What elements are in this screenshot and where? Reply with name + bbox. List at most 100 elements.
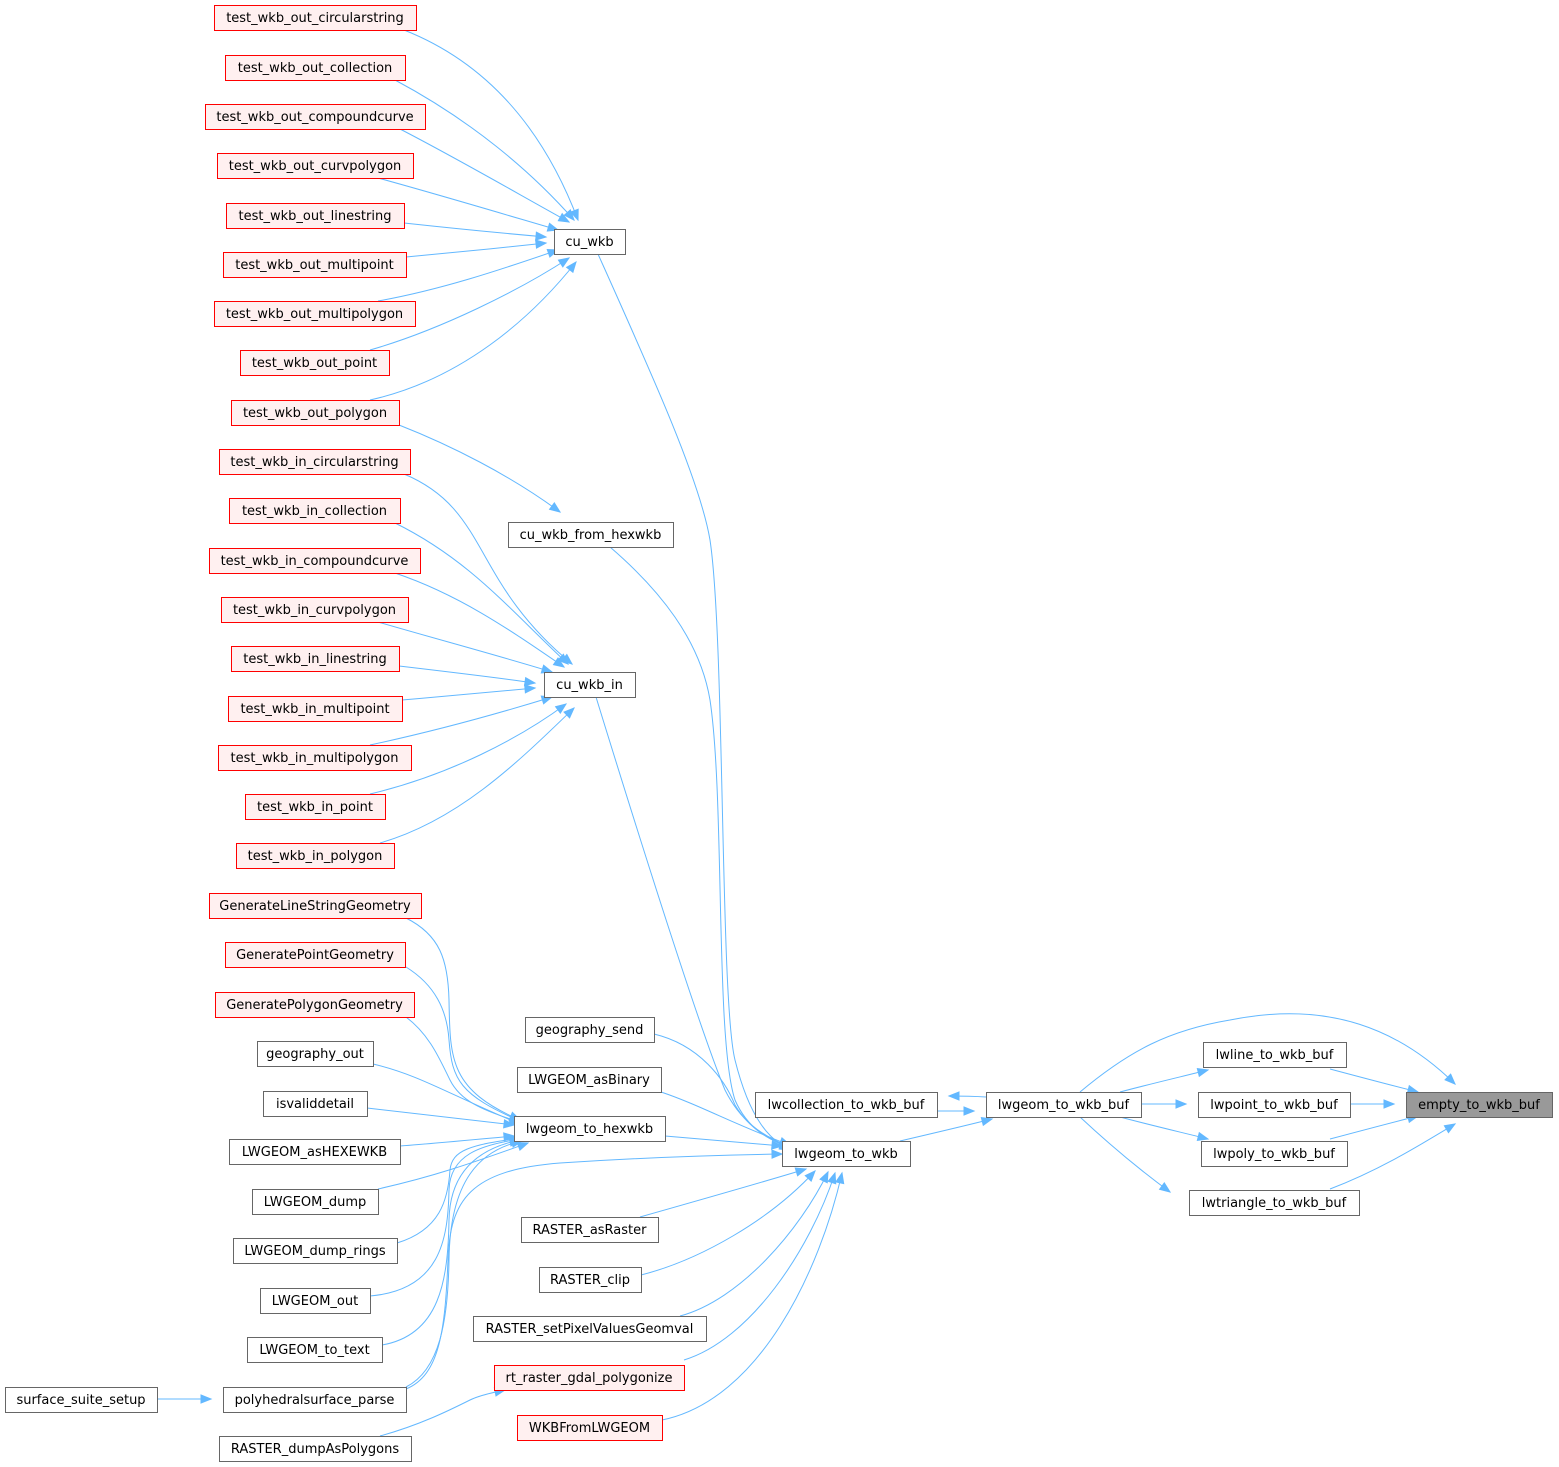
arrowhead-test_wkb_in_polygon-to-cu_wkb_in — [563, 707, 575, 719]
node-test_wkb_out_polygon[interactable]: test_wkb_out_polygon — [231, 400, 400, 426]
node-test_wkb_in_compoundcurve[interactable]: test_wkb_in_compoundcurve — [209, 548, 421, 574]
node-LWGEOM_out[interactable]: LWGEOM_out — [260, 1288, 371, 1314]
edge-LWGEOM_dump_rings-to-lwgeom_to_hexwkb — [396, 1137, 521, 1244]
node-cu_wkb_in[interactable]: cu_wkb_in — [544, 672, 636, 698]
node-label: lwpoint_to_wkb_buf — [1210, 1098, 1338, 1113]
arrowhead-test_wkb_out_linestring-to-cu_wkb — [535, 231, 548, 241]
node-box — [263, 1091, 368, 1117]
arrowhead-lwgeom_to_wkb-to-lwgeom_to_wkb_buf — [980, 1116, 994, 1127]
node-test_wkb_in_collection[interactable]: test_wkb_in_collection — [229, 498, 401, 524]
node-empty_to_wkb_buf[interactable]: empty_to_wkb_buf — [1406, 1092, 1553, 1118]
node-rt_raster_gdal_polygonize[interactable]: rt_raster_gdal_polygonize — [494, 1365, 685, 1391]
node-cu_wkb[interactable]: cu_wkb — [554, 229, 626, 255]
edge-test_wkb_in_point-to-cu_wkb_in — [369, 703, 567, 795]
node-test_wkb_out_circularstring[interactable]: test_wkb_out_circularstring — [214, 5, 417, 31]
node-label: cu_wkb_from_hexwkb — [520, 528, 662, 543]
arrowhead-lwgeom_to_wkb_buf-to-empty_to_wkb_buf — [1444, 1073, 1456, 1085]
node-lwgeom_to_hexwkb[interactable]: lwgeom_to_hexwkb — [514, 1116, 666, 1142]
edge-test_wkb_out_point-to-cu_wkb — [369, 257, 570, 351]
node-lwgeom_to_wkb_buf[interactable]: lwgeom_to_wkb_buf — [986, 1092, 1142, 1118]
edge-polyhedralsurface_parse-to-lwgeom_to_hexwkb — [405, 1140, 523, 1388]
node-label: test_wkb_in_point — [257, 800, 373, 815]
node-RASTER_dumpAsPolygons[interactable]: RASTER_dumpAsPolygons — [219, 1436, 412, 1462]
node-test_wkb_out_collection[interactable]: test_wkb_out_collection — [225, 55, 406, 81]
node-LWGEOM_to_text[interactable]: LWGEOM_to_text — [247, 1337, 383, 1363]
node-surface_suite_setup[interactable]: surface_suite_setup — [5, 1387, 158, 1413]
arrowhead-WKBFromLWGEOM-to-lwgeom_to_wkb — [835, 1171, 845, 1185]
edge-isvaliddetail-to-lwgeom_to_hexwkb — [366, 1107, 515, 1126]
edge-test_wkb_in_linestring-to-cu_wkb_in — [398, 665, 536, 684]
node-box — [219, 1436, 412, 1462]
node-label: surface_suite_setup — [16, 1393, 145, 1408]
node-lwgeom_to_wkb[interactable]: lwgeom_to_wkb — [782, 1141, 911, 1167]
edge-test_wkb_out_compoundcurve-to-cu_wkb — [399, 128, 570, 223]
node-label: LWGEOM_dump_rings — [244, 1244, 385, 1259]
node-box — [225, 55, 406, 81]
node-box — [521, 1217, 659, 1243]
node-LWGEOM_asHEXEWKB[interactable]: LWGEOM_asHEXEWKB — [229, 1139, 401, 1165]
node-test_wkb_in_multipolygon[interactable]: test_wkb_in_multipolygon — [218, 745, 412, 771]
arrowhead-test_wkb_out_polygon-to-cu_wkb — [565, 260, 577, 274]
edge-WKBFromLWGEOM-to-lwgeom_to_wkb — [661, 1172, 843, 1421]
edge-test_wkb_out_polygon-to-cu_wkb_from_hexwkb — [398, 424, 561, 513]
node-LWGEOM_dump_rings[interactable]: LWGEOM_dump_rings — [233, 1238, 398, 1264]
edge-test_wkb_in_compoundcurve-to-cu_wkb_in — [394, 572, 565, 668]
node-lwpoint_to_wkb_buf[interactable]: lwpoint_to_wkb_buf — [1198, 1092, 1351, 1118]
node-geography_send[interactable]: geography_send — [525, 1017, 655, 1043]
edge-geography_send-to-lwgeom_to_wkb — [653, 1033, 791, 1147]
node-LWGEOM_dump[interactable]: LWGEOM_dump — [252, 1189, 379, 1215]
node-label: rt_raster_gdal_polygonize — [506, 1371, 673, 1386]
node-box — [494, 1365, 685, 1391]
node-polyhedralsurface_parse[interactable]: polyhedralsurface_parse — [223, 1387, 407, 1413]
node-test_wkb_out_multipoint[interactable]: test_wkb_out_multipoint — [223, 252, 407, 278]
edge-test_wkb_in_polygon-to-cu_wkb_in — [379, 707, 575, 844]
node-test_wkb_in_point[interactable]: test_wkb_in_point — [245, 794, 386, 820]
edge-geography_out-to-lwgeom_to_hexwkb — [372, 1063, 521, 1125]
node-test_wkb_in_curvpolygon[interactable]: test_wkb_in_curvpolygon — [221, 597, 409, 623]
node-GeneratePolygonGeometry[interactable]: GeneratePolygonGeometry — [215, 992, 415, 1018]
node-test_wkb_out_point[interactable]: test_wkb_out_point — [240, 350, 390, 376]
node-test_wkb_out_curvpolygon[interactable]: test_wkb_out_curvpolygon — [217, 153, 414, 179]
node-test_wkb_in_circularstring[interactable]: test_wkb_in_circularstring — [219, 449, 411, 475]
node-label: cu_wkb_in — [556, 678, 623, 693]
node-LWGEOM_asBinary[interactable]: LWGEOM_asBinary — [517, 1067, 662, 1093]
arrowhead-test_wkb_in_point-to-cu_wkb_in — [554, 703, 568, 715]
node-RASTER_setPixelValuesGeomval[interactable]: RASTER_setPixelValuesGeomval — [473, 1316, 707, 1342]
arrowhead-RASTER_setPixelValuesGeomval-to-lwgeom_to_wkb — [819, 1170, 829, 1184]
node-GenerateLineStringGeometry[interactable]: GenerateLineStringGeometry — [209, 893, 422, 919]
node-box — [257, 1041, 374, 1067]
edge-lwpoly_to_wkb_buf-to-empty_to_wkb_buf — [1329, 1115, 1419, 1140]
node-box — [215, 992, 415, 1018]
node-WKBFromLWGEOM[interactable]: WKBFromLWGEOM — [517, 1415, 663, 1441]
node-lwline_to_wkb_buf[interactable]: lwline_to_wkb_buf — [1203, 1042, 1347, 1068]
node-box — [221, 597, 409, 623]
node-lwtriangle_to_wkb_buf[interactable]: lwtriangle_to_wkb_buf — [1189, 1190, 1360, 1216]
node-box — [1189, 1190, 1360, 1216]
node-test_wkb_in_linestring[interactable]: test_wkb_in_linestring — [231, 646, 400, 672]
edge-test_wkb_out_linestring-to-cu_wkb — [403, 222, 547, 238]
node-label: test_wkb_in_linestring — [243, 652, 387, 667]
node-label: test_wkb_in_curvpolygon — [233, 603, 396, 618]
arrowhead-test_wkb_out_multipoint-to-cu_wkb — [535, 239, 548, 249]
node-lwpoly_to_wkb_buf[interactable]: lwpoly_to_wkb_buf — [1201, 1141, 1348, 1167]
edge-lwline_to_wkb_buf-to-empty_to_wkb_buf — [1329, 1068, 1419, 1093]
node-label: RASTER_asRaster — [532, 1223, 647, 1238]
node-RASTER_clip[interactable]: RASTER_clip — [539, 1267, 642, 1293]
node-test_wkb_out_linestring[interactable]: test_wkb_out_linestring — [226, 203, 405, 229]
edge-cu_wkb-to-lwgeom_to_wkb — [597, 253, 791, 1151]
node-RASTER_asRaster[interactable]: RASTER_asRaster — [521, 1217, 659, 1243]
node-lwcollection_to_wkb_buf[interactable]: lwcollection_to_wkb_buf — [755, 1092, 938, 1118]
node-label: test_wkb_out_multipoint — [235, 258, 394, 273]
node-cu_wkb_from_hexwkb[interactable]: cu_wkb_from_hexwkb — [508, 522, 674, 548]
node-GeneratePointGeometry[interactable]: GeneratePointGeometry — [225, 942, 406, 968]
edge-RASTER_clip-to-lwgeom_to_wkb — [640, 1170, 816, 1276]
node-label: LWGEOM_to_text — [259, 1343, 369, 1358]
node-label: RASTER_dumpAsPolygons — [231, 1442, 399, 1457]
node-label: test_wkb_out_point — [252, 356, 377, 371]
node-test_wkb_out_multipolygon[interactable]: test_wkb_out_multipolygon — [214, 301, 416, 327]
node-isvaliddetail[interactable]: isvaliddetail — [263, 1091, 368, 1117]
node-geography_out[interactable]: geography_out — [257, 1041, 374, 1067]
node-test_wkb_in_polygon[interactable]: test_wkb_in_polygon — [236, 843, 395, 869]
node-test_wkb_in_multipoint[interactable]: test_wkb_in_multipoint — [228, 696, 403, 722]
node-test_wkb_out_compoundcurve[interactable]: test_wkb_out_compoundcurve — [205, 104, 426, 130]
